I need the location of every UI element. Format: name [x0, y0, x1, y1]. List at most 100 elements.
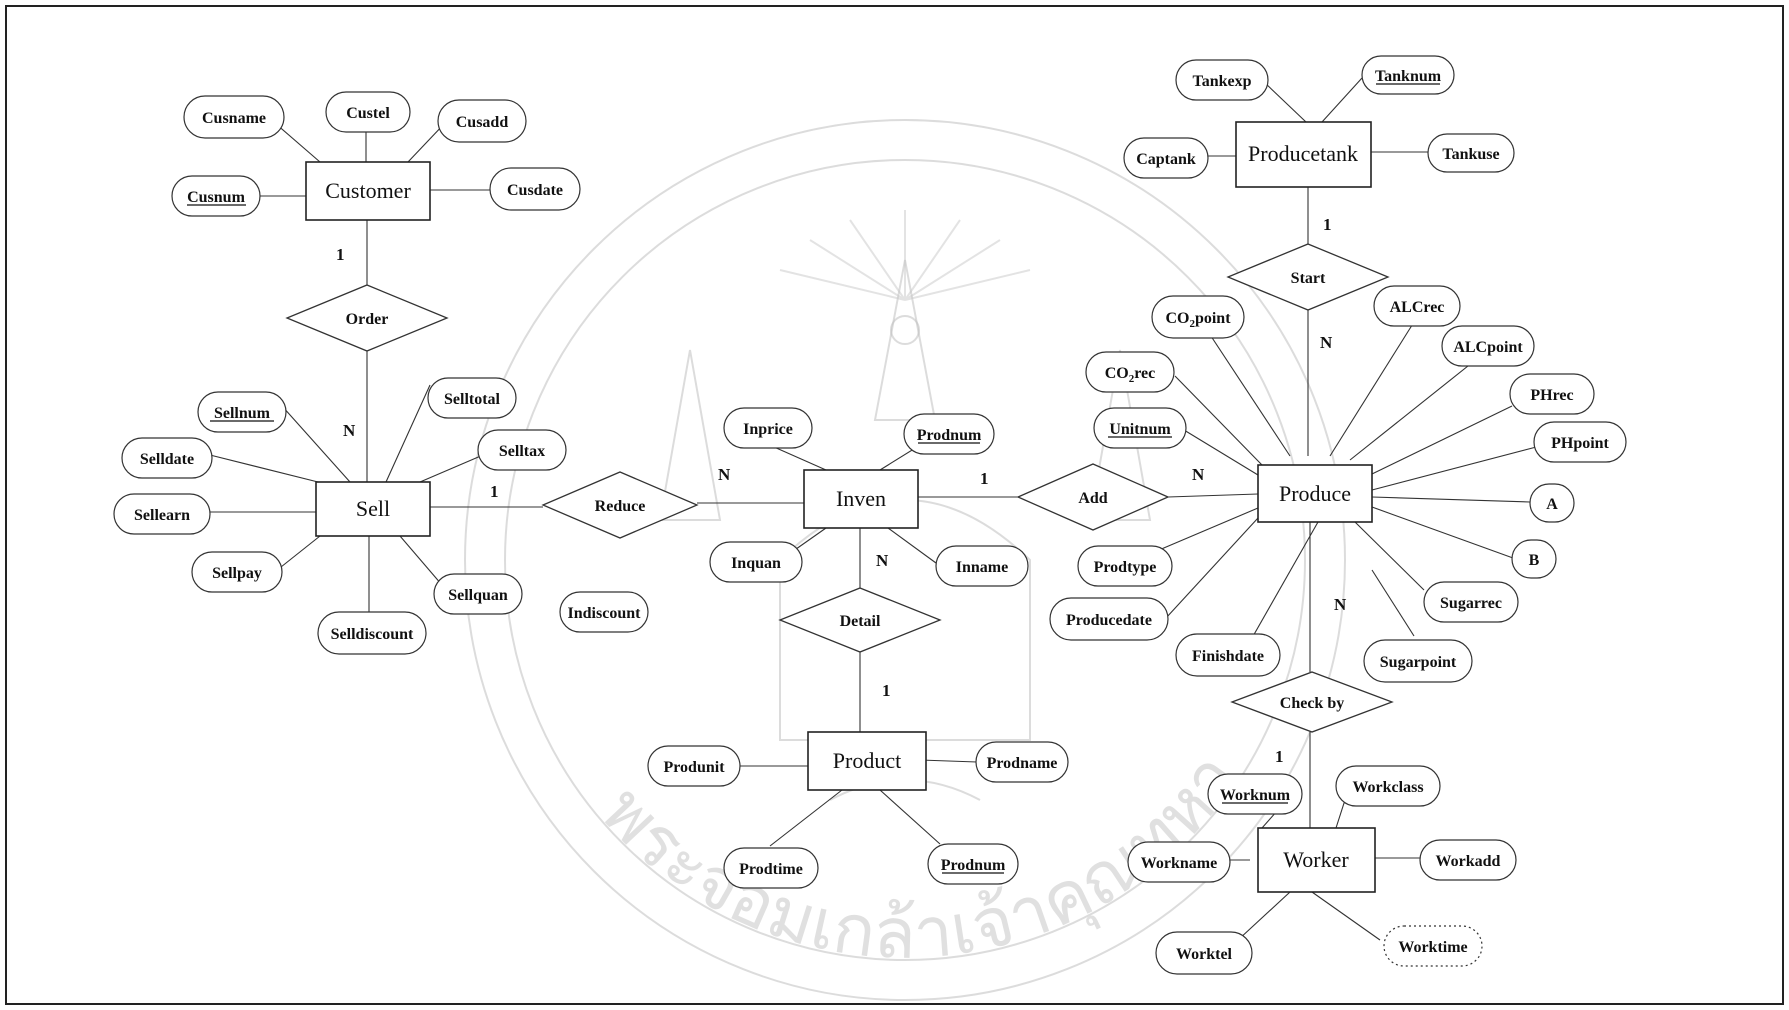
svg-text:Sellnum: Sellnum	[214, 405, 271, 422]
svg-text:Sellpay: Sellpay	[212, 565, 262, 582]
attr-selldiscount: Selldiscount	[317, 611, 427, 655]
svg-text:PHpoint: PHpoint	[1551, 435, 1609, 452]
entity-inven-label: Inven	[836, 486, 886, 511]
svg-text:Worktel: Worktel	[1176, 946, 1233, 963]
entity-product-label: Product	[833, 748, 901, 773]
relationship-add-label: Add	[1078, 490, 1107, 507]
attr-cusdate: Cusdate	[489, 167, 581, 211]
attr-cusname: Cusname	[183, 95, 285, 139]
svg-text:Sugarpoint: Sugarpoint	[1380, 654, 1457, 671]
svg-text:ALCpoint: ALCpoint	[1453, 339, 1523, 356]
attr-workadd: Workadd	[1419, 839, 1517, 881]
svg-text:Prodnum: Prodnum	[941, 857, 1006, 874]
entity-producetank: Producetank	[1235, 121, 1372, 188]
svg-text:Cusadd: Cusadd	[456, 114, 509, 131]
attr-alcrec: ALCrec	[1373, 285, 1461, 327]
attr-indiscount: Indiscount	[559, 591, 649, 633]
attr-phrec: PHrec	[1509, 373, 1595, 415]
relationship-check-by-label: Check by	[1280, 695, 1344, 712]
relationship-detail: Detail	[778, 587, 942, 653]
svg-text:Unitnum: Unitnum	[1109, 421, 1171, 438]
svg-text:Produnit: Produnit	[663, 759, 725, 776]
relationship-start-label: Start	[1291, 270, 1326, 287]
svg-text:Tankexp: Tankexp	[1193, 73, 1252, 90]
svg-text:CO2point: CO2point	[1165, 310, 1231, 330]
svg-text:Sellquan: Sellquan	[448, 587, 508, 604]
svg-text:Cusname: Cusname	[202, 110, 266, 127]
entity-worker: Worker	[1257, 827, 1376, 893]
attr-custel: Custel	[325, 91, 411, 133]
attr-tankuse: Tankuse	[1427, 133, 1515, 173]
svg-text:Selltax: Selltax	[499, 443, 545, 460]
relationship-order-label: Order	[346, 311, 389, 328]
attr-b: B	[1511, 539, 1557, 579]
card-customer-order: 1	[336, 245, 345, 264]
entity-producetank-label: Producetank	[1248, 141, 1358, 166]
attr-produnit: Produnit	[647, 745, 741, 787]
attr-prodtype: Prodtype	[1077, 545, 1173, 587]
attr-sellpay: Sellpay	[191, 551, 283, 593]
svg-text:Finishdate: Finishdate	[1192, 648, 1264, 665]
attr-tanknum: Tanknum	[1361, 55, 1455, 95]
svg-text:PHrec: PHrec	[1530, 387, 1573, 404]
attr-a: A	[1529, 483, 1575, 523]
attr-sugarpoint: Sugarpoint	[1363, 639, 1473, 683]
svg-text:Worknum: Worknum	[1220, 787, 1291, 804]
attr-product-prodnum: Prodnum	[927, 843, 1019, 885]
card-produce-checkby: N	[1334, 595, 1347, 614]
svg-text:Prodtype: Prodtype	[1094, 559, 1157, 576]
svg-text:Workname: Workname	[1141, 855, 1217, 872]
attr-tankexp: Tankexp	[1175, 59, 1269, 101]
entity-customer-label: Customer	[325, 178, 411, 203]
svg-text:Inprice: Inprice	[743, 421, 793, 438]
entity-product: Product	[807, 731, 927, 791]
attr-workclass: Workclass	[1335, 765, 1441, 807]
relationship-order: Order	[285, 284, 449, 352]
attr-sellquan: Sellquan	[433, 573, 523, 615]
svg-text:Custel: Custel	[346, 105, 390, 122]
attr-worknum: Worknum	[1207, 773, 1303, 815]
card-checkby-worker: 1	[1275, 747, 1284, 766]
svg-text:Selltotal: Selltotal	[444, 391, 501, 408]
svg-text:Prodname: Prodname	[987, 755, 1058, 772]
svg-text:ALCrec: ALCrec	[1390, 299, 1445, 316]
svg-text:B: B	[1529, 552, 1540, 569]
attr-inname: Inname	[935, 545, 1029, 587]
svg-text:Tankuse: Tankuse	[1442, 146, 1499, 163]
attr-prodtime: Prodtime	[723, 847, 819, 889]
attr-selltax: Selltax	[477, 429, 567, 471]
diagram-border	[5, 5, 1784, 1005]
attr-phpoint: PHpoint	[1533, 421, 1627, 463]
card-start-produce: N	[1320, 333, 1333, 352]
svg-text:Sugarrec: Sugarrec	[1440, 595, 1502, 612]
relationship-add: Add	[1016, 463, 1170, 531]
entity-sell-label: Sell	[356, 496, 390, 521]
svg-text:CO2rec: CO2rec	[1105, 365, 1156, 385]
attr-inven-prodnum: Prodnum	[903, 413, 995, 455]
entity-customer: Customer	[305, 161, 431, 221]
attr-unitnum: Unitnum	[1093, 407, 1187, 449]
entity-produce-label: Produce	[1279, 481, 1351, 506]
entity-worker-label: Worker	[1283, 847, 1349, 872]
attr-selldate: Selldate	[121, 437, 213, 479]
svg-text:Prodnum: Prodnum	[917, 427, 982, 444]
card-inven-detail: N	[876, 551, 889, 570]
svg-text:Inname: Inname	[956, 559, 1008, 576]
attr-selltotal: Selltotal	[427, 377, 517, 419]
card-add-produce: N	[1192, 465, 1205, 484]
card-reduce-inven: N	[718, 465, 731, 484]
svg-text:Selldate: Selldate	[140, 451, 194, 468]
card-sell-reduce: 1	[490, 482, 499, 501]
attr-cusadd: Cusadd	[437, 99, 527, 143]
svg-text:Inquan: Inquan	[731, 555, 781, 572]
attr-sellearn: Sellearn	[113, 493, 211, 535]
svg-text:Workclass: Workclass	[1352, 779, 1423, 796]
attr-prodname: Prodname	[975, 741, 1069, 783]
relationship-check-by: Check by	[1230, 671, 1394, 733]
card-inven-add: 1	[980, 469, 989, 488]
svg-text:Cusdate: Cusdate	[507, 182, 563, 199]
card-detail-product: 1	[882, 681, 891, 700]
attr-worktime: Worktime	[1383, 925, 1483, 967]
attr-alcpoint: ALCpoint	[1441, 325, 1535, 367]
